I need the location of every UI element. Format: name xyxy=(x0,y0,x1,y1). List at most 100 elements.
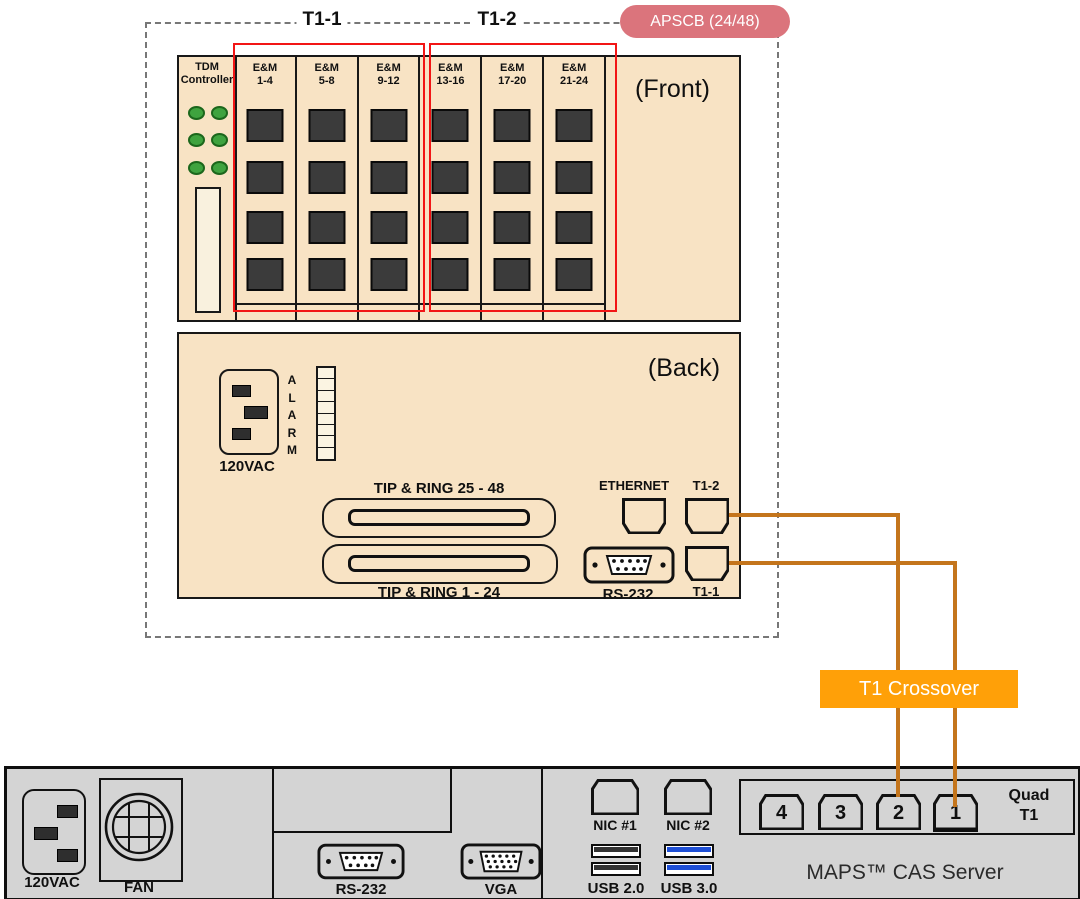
usb2-port xyxy=(591,862,641,876)
rj-jack xyxy=(431,161,469,194)
rj-jack xyxy=(493,211,531,244)
rj-jack xyxy=(246,258,284,291)
rj-jack xyxy=(308,258,346,291)
nic1-label: NIC #1 xyxy=(593,817,637,833)
nic2-label: NIC #2 xyxy=(666,817,710,833)
port-number: 1 xyxy=(949,802,962,824)
t1-2-crossover-wire xyxy=(729,513,900,517)
rj-jack xyxy=(431,109,469,142)
t1-2-port-label: T1-2 xyxy=(692,478,720,493)
port-number: 2 xyxy=(892,802,905,824)
rj-jack xyxy=(431,258,469,291)
rj-jack xyxy=(493,161,531,194)
power-inlet-icon xyxy=(22,789,86,875)
power-inlet-icon xyxy=(219,369,279,455)
status-led xyxy=(188,106,205,120)
fan-grill-icon xyxy=(99,778,183,882)
quad-t1-port-2: 2 xyxy=(876,794,921,830)
t1-1-port xyxy=(685,546,729,581)
inlet-pin xyxy=(34,827,58,840)
rs232-connector xyxy=(317,843,405,880)
rj-jack xyxy=(493,258,531,291)
tdm-controller-label: TDM Controller xyxy=(180,61,234,86)
usb2-label: USB 2.0 xyxy=(587,880,645,897)
port-bottom-bar xyxy=(933,828,978,832)
rj-jack xyxy=(246,109,284,142)
tip-ring-lower-label: TIP & RING 1 - 24 xyxy=(377,584,501,601)
tdm-controller-card: TDM Controller xyxy=(179,57,237,320)
panel-divider xyxy=(541,769,543,898)
rj-jack xyxy=(308,109,346,142)
nic1-port xyxy=(591,779,639,815)
port-number: 3 xyxy=(834,802,847,824)
blank-module xyxy=(272,767,452,833)
rs232-label: RS-232 xyxy=(602,586,654,603)
apscb-dashed-enclosure xyxy=(145,22,779,638)
t1-1-group-outline xyxy=(233,43,425,312)
card-foot xyxy=(296,303,357,320)
panel-divider xyxy=(272,769,274,898)
inlet-pin xyxy=(244,406,268,419)
back-power-label: 120VAC xyxy=(219,458,275,475)
t1-2-crossover-wire xyxy=(896,513,900,797)
apscb-badge: APSCB (24/48) xyxy=(620,5,790,38)
server-power-label: 120VAC xyxy=(24,874,80,891)
connector-slot xyxy=(348,555,530,572)
vga-connector xyxy=(460,843,542,880)
status-led xyxy=(188,161,205,175)
server-name-label: MAPS™ CAS Server xyxy=(806,861,1004,884)
usb2-port xyxy=(591,844,641,858)
rj-jack xyxy=(370,258,408,291)
t1-1-port-label: T1-1 xyxy=(692,584,720,599)
ethernet-label: ETHERNET xyxy=(598,478,670,493)
fan-label: FAN xyxy=(124,879,154,896)
rj-jack xyxy=(308,211,346,244)
quad-t1-port-3: 3 xyxy=(818,794,863,830)
front-view-label: (Front) xyxy=(635,75,710,103)
quad-t1-label: Quad T1 xyxy=(1008,787,1050,824)
rj-jack xyxy=(308,161,346,194)
card-foot xyxy=(544,303,604,320)
inlet-pin xyxy=(57,805,78,818)
status-led xyxy=(188,133,205,147)
rj-jack xyxy=(555,161,593,194)
connector-slot xyxy=(348,509,530,526)
status-led xyxy=(211,161,228,175)
inlet-pin xyxy=(232,385,251,397)
alarm-terminal-strip xyxy=(316,366,336,461)
usb3-port xyxy=(664,844,714,858)
quad-t1-module: 4 3 2 1 Quad T1 xyxy=(739,779,1075,835)
rj-jack xyxy=(555,258,593,291)
rj-jack xyxy=(246,161,284,194)
t1-2-port xyxy=(685,498,729,534)
inlet-pin xyxy=(232,428,251,440)
rj-jack xyxy=(370,161,408,194)
card-foot xyxy=(235,303,295,320)
back-view-label: (Back) xyxy=(647,354,721,382)
rj-jack xyxy=(493,109,531,142)
card-foot xyxy=(358,303,419,320)
port-number: 4 xyxy=(775,802,788,824)
t1-2-group-outline xyxy=(429,43,617,312)
maps-cas-server-panel: 120VAC FAN xyxy=(4,766,1080,899)
alarm-label: ALARM xyxy=(287,373,297,457)
rj-jack xyxy=(555,109,593,142)
rj-jack xyxy=(370,109,408,142)
apscb-back-panel: (Back) 120VAC ALARM TIP & RING 25 - 48 T… xyxy=(177,332,741,603)
usb3-label: USB 3.0 xyxy=(660,880,718,897)
t1-2-group-label: T1-2 xyxy=(471,9,523,31)
status-led xyxy=(211,106,228,120)
server-rs232-label: RS-232 xyxy=(335,881,387,898)
rs232-connector xyxy=(583,546,675,584)
